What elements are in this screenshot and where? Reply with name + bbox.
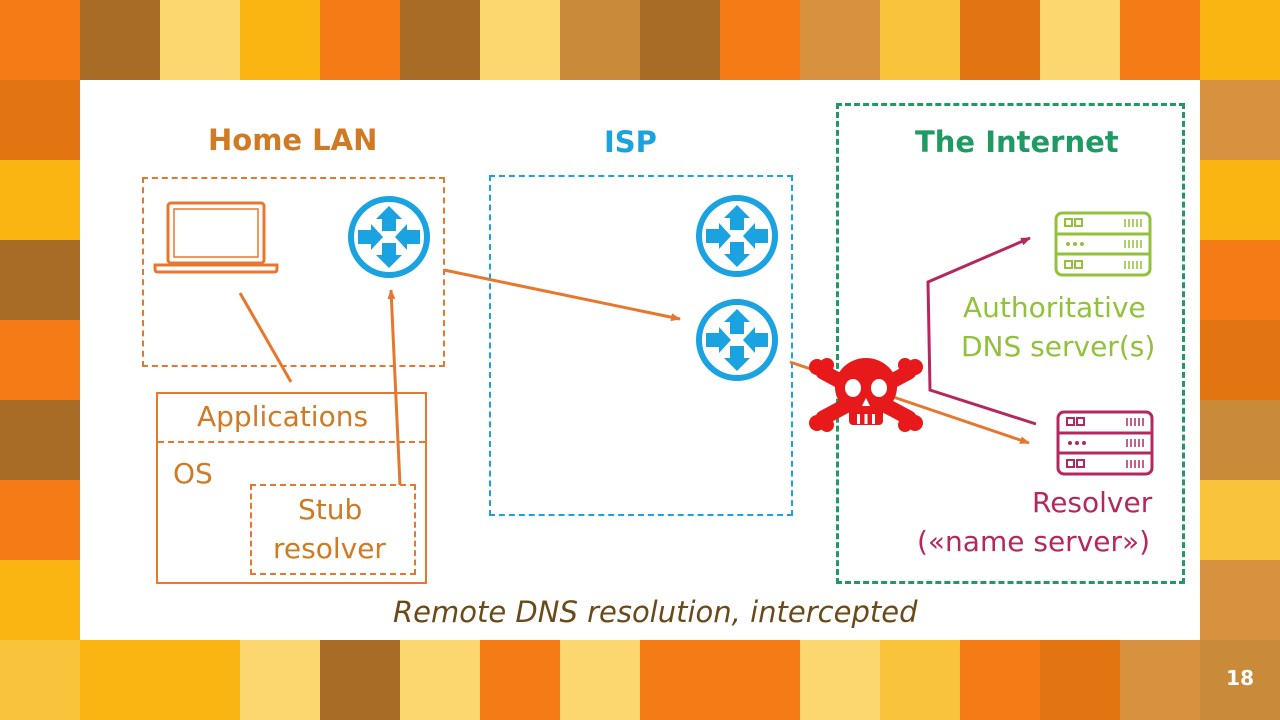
isp-router-top-icon — [699, 198, 775, 274]
background-tile — [1200, 640, 1280, 720]
background-tile — [400, 0, 480, 80]
authoritative-label-line1: Authoritative — [963, 291, 1146, 324]
isp-router-bottom-icon — [699, 302, 775, 378]
internet-title: The Internet — [915, 125, 1119, 159]
skull-crossbones-icon — [809, 358, 923, 432]
background-tile — [1200, 160, 1280, 240]
background-tile — [960, 0, 1040, 80]
background-tile — [1120, 0, 1200, 80]
background-tile — [880, 0, 960, 80]
os-label: OS — [173, 457, 213, 490]
background-tile — [560, 640, 640, 720]
stub-resolver-box — [250, 484, 416, 575]
background-tile — [1200, 400, 1280, 480]
background-tile — [0, 80, 80, 160]
background-tile — [720, 640, 800, 720]
resolver-to-authoritative-arrow — [926, 236, 1037, 426]
background-tile — [400, 640, 480, 720]
authoritative-server-icon — [1054, 211, 1152, 277]
background-tile — [1040, 0, 1120, 80]
background-tile — [1040, 640, 1120, 720]
applications-label: Applications — [197, 400, 369, 433]
apps-os-divider — [158, 441, 425, 443]
laptop-icon — [153, 201, 279, 274]
background-tile — [0, 240, 80, 320]
background-tile — [960, 640, 1040, 720]
background-tile — [240, 0, 320, 80]
background-tile — [0, 0, 80, 80]
background-tile — [0, 560, 80, 640]
background-tile — [480, 0, 560, 80]
isp-title: ISP — [604, 125, 657, 159]
authoritative-label-line2: DNS server(s) — [961, 330, 1156, 363]
background-tile — [0, 160, 80, 240]
slide-caption: Remote DNS resolution, intercepted — [393, 595, 918, 629]
background-tile — [0, 640, 80, 720]
background-tile — [640, 640, 720, 720]
background-tile — [1200, 0, 1280, 80]
background-tile — [1200, 480, 1280, 560]
background-tile — [0, 400, 80, 480]
background-tile — [1200, 560, 1280, 640]
home-router-icon — [351, 199, 427, 275]
background-tile — [480, 640, 560, 720]
background-tile — [880, 640, 960, 720]
resolver-label-line1: Resolver — [1032, 486, 1153, 519]
resolver-server-icon — [1056, 410, 1154, 476]
background-tile — [80, 640, 160, 720]
background-tile — [320, 640, 400, 720]
background-tile — [1120, 640, 1200, 720]
background-tile — [1200, 80, 1280, 160]
host-stack-box — [156, 392, 427, 584]
background-tile — [1200, 320, 1280, 400]
page-number: 18 — [1226, 666, 1254, 690]
background-tile — [640, 0, 720, 80]
background-tile — [560, 0, 640, 80]
background-tile — [0, 480, 80, 560]
background-tile — [160, 640, 240, 720]
background-tile — [240, 640, 320, 720]
internet-zone — [836, 103, 1185, 584]
stub-resolver-label-line1: Stub — [298, 493, 363, 526]
background-tile — [160, 0, 240, 80]
slide-canvas — [80, 80, 1200, 640]
apps-laptop-connector — [238, 292, 293, 383]
background-tile — [800, 0, 880, 80]
background-tile — [320, 0, 400, 80]
home-lan-zone — [142, 177, 445, 367]
resolver-label-line2: («name server») — [917, 525, 1151, 558]
isp-zone — [489, 175, 793, 516]
background-tile — [1200, 240, 1280, 320]
background-tile — [80, 0, 160, 80]
stub-resolver-label-line2: resolver — [273, 532, 386, 565]
router-to-isp-arrow — [443, 268, 681, 322]
background-tile — [800, 640, 880, 720]
background-tile — [720, 0, 800, 80]
stub-to-router-arrow — [387, 289, 402, 486]
home-lan-title: Home LAN — [208, 123, 378, 157]
background-tile — [0, 320, 80, 400]
